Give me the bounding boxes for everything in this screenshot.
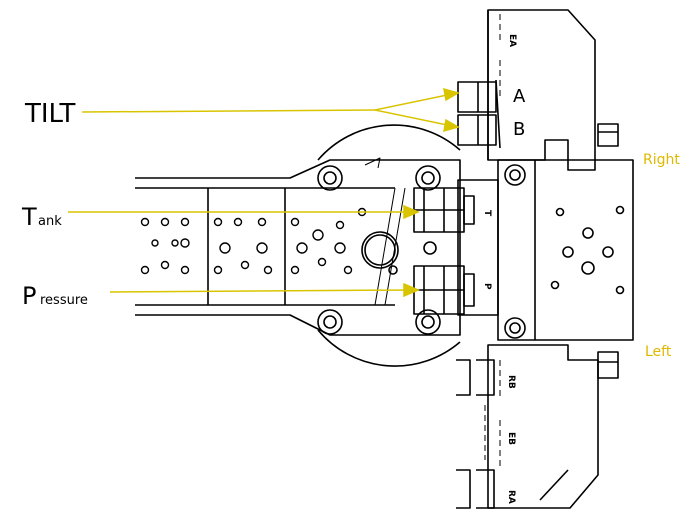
arm-hole-pattern xyxy=(140,207,367,275)
marking-ra: RA xyxy=(506,490,516,504)
tank-label-rest: ank xyxy=(38,214,62,229)
lower-mounting-plate xyxy=(487,344,619,509)
arm-housing xyxy=(135,157,461,336)
tilt-fittings xyxy=(457,79,501,149)
tank-label-initial: T xyxy=(21,203,37,231)
lower-fittings xyxy=(456,359,495,509)
tank-fitting xyxy=(413,187,475,233)
round-flange xyxy=(317,124,461,367)
marking-p: P xyxy=(482,283,492,290)
arm-bolts xyxy=(317,165,441,335)
marking-eb: EB xyxy=(506,432,516,445)
pressure-fitting xyxy=(413,265,475,315)
right-side-label: Right xyxy=(643,152,680,168)
port-b-label: B xyxy=(513,119,525,140)
pressure-label-rest: ressure xyxy=(40,293,88,308)
pressure-label-initial: P xyxy=(22,282,36,310)
leader-lines xyxy=(68,87,460,298)
marking-ea: EA xyxy=(507,34,517,47)
left-side-label: Left xyxy=(645,344,672,360)
tilt-label: TILT xyxy=(24,99,75,129)
marking-t: T xyxy=(482,210,492,217)
marking-rb: RB xyxy=(506,375,516,389)
port-a-label: A xyxy=(513,86,526,107)
valve-block xyxy=(457,159,634,341)
